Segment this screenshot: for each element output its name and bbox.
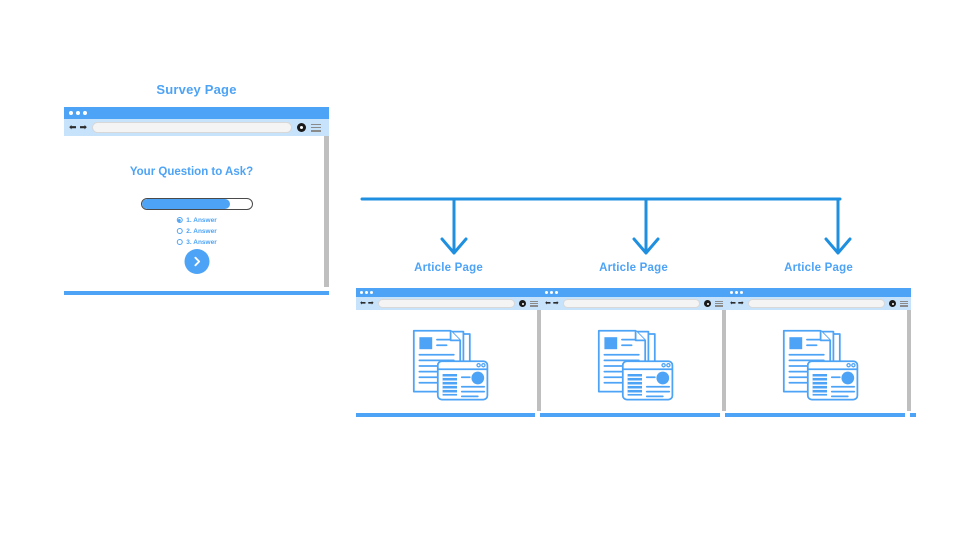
- article-url-input[interactable]: [562, 299, 700, 308]
- window-dot-3: [83, 111, 87, 115]
- window-dot-2: [735, 291, 738, 294]
- survey-progress-fill: [141, 199, 230, 209]
- survey-viewport: Your Question to Ask? 1. Answer 2. Answe…: [64, 136, 329, 287]
- article-window-titlebar: [726, 288, 911, 297]
- article-page-label: Article Page: [414, 262, 483, 274]
- article-window-bottom-bar-stub: [910, 413, 916, 417]
- article-url-input[interactable]: [377, 299, 515, 308]
- article-vertical-scrollbar[interactable]: [537, 310, 541, 411]
- hamburger-menu-icon[interactable]: [530, 300, 538, 307]
- back-arrow-icon[interactable]: ⬅: [360, 300, 366, 307]
- window-dot-3: [370, 291, 373, 294]
- article-vertical-scrollbar[interactable]: [722, 310, 726, 411]
- article-vertical-scrollbar[interactable]: [907, 310, 911, 411]
- article-browser-toolbar: ⬅ ➡: [541, 297, 726, 310]
- arrow-down-icon: [440, 237, 468, 255]
- article-page-label: Article Page: [784, 262, 853, 274]
- article-window-titlebar: [356, 288, 541, 297]
- window-dot-1: [730, 291, 733, 294]
- navigation-arrows[interactable]: ⬅ ➡: [356, 300, 374, 307]
- radio-button-selected[interactable]: [176, 217, 183, 223]
- survey-vertical-scrollbar[interactable]: [324, 136, 329, 287]
- toolbar-icons: [704, 300, 726, 307]
- article-window-bottom-bar: [726, 413, 905, 417]
- article-browser-toolbar: ⬅ ➡: [356, 297, 541, 310]
- survey-window-bottom-bar: [64, 291, 329, 295]
- article-viewport: [541, 310, 726, 411]
- article-browser-window[interactable]: ⬅ ➡: [541, 288, 731, 417]
- survey-option-3[interactable]: 3. Answer: [176, 237, 217, 247]
- window-dot-3: [555, 291, 558, 294]
- window-dot-2: [365, 291, 368, 294]
- article-documents-illustration: [771, 326, 867, 411]
- survey-option-2[interactable]: 2. Answer: [176, 226, 217, 236]
- article-window-bottom-bar: [541, 413, 720, 417]
- article-documents-illustration: [586, 326, 682, 411]
- survey-option-1[interactable]: 1. Answer: [176, 215, 217, 225]
- window-dot-1: [545, 291, 548, 294]
- toolbar-icons: [297, 123, 325, 132]
- window-dot-1: [360, 291, 363, 294]
- window-control-dots[interactable]: [541, 291, 558, 294]
- survey-next-button[interactable]: [184, 249, 209, 274]
- survey-option-label: 1. Answer: [186, 216, 217, 224]
- article-window-bottom-bar: [356, 413, 535, 417]
- window-control-dots[interactable]: [64, 111, 87, 115]
- article-browser-window[interactable]: ⬅ ➡: [356, 288, 546, 417]
- article-documents-illustration: [401, 326, 497, 411]
- navigation-arrows[interactable]: ⬅ ➡: [726, 300, 744, 307]
- window-dot-3: [740, 291, 743, 294]
- back-arrow-icon[interactable]: ⬅: [545, 300, 551, 307]
- survey-question-heading: Your Question to Ask?: [129, 166, 254, 178]
- radio-button-empty[interactable]: [176, 228, 183, 234]
- arrow-down-icon: [824, 237, 852, 255]
- toolbar-icons: [519, 300, 541, 307]
- chevron-right-icon: [193, 256, 200, 267]
- article-viewport: [356, 310, 541, 411]
- article-browser-toolbar: ⬅ ➡: [726, 297, 911, 310]
- forward-arrow-icon[interactable]: ➡: [552, 300, 559, 307]
- back-arrow-icon[interactable]: ⬅: [69, 122, 77, 132]
- forward-arrow-icon[interactable]: ➡: [79, 122, 88, 132]
- survey-browser-window[interactable]: ⬅ ➡ Your Question to Ask?: [64, 107, 329, 295]
- flow-connector: [350, 185, 860, 270]
- article-viewport: [726, 310, 911, 411]
- article-url-input[interactable]: [747, 299, 885, 308]
- window-control-dots[interactable]: [356, 291, 373, 294]
- survey-window-titlebar: [64, 107, 329, 119]
- back-arrow-icon[interactable]: ⬅: [730, 300, 736, 307]
- survey-page-label: Survey Page: [156, 82, 237, 97]
- forward-arrow-icon[interactable]: ➡: [737, 300, 744, 307]
- hamburger-menu-icon[interactable]: [715, 300, 723, 307]
- window-dot-2: [550, 291, 553, 294]
- account-circle-icon[interactable]: [519, 300, 526, 307]
- account-circle-icon[interactable]: [704, 300, 711, 307]
- window-dot-2: [76, 111, 80, 115]
- radio-button-empty[interactable]: [176, 239, 183, 245]
- hamburger-menu-icon[interactable]: [311, 123, 321, 132]
- hamburger-menu-icon[interactable]: [900, 300, 908, 307]
- window-control-dots[interactable]: [726, 291, 743, 294]
- article-window-titlebar: [541, 288, 726, 297]
- navigation-arrows[interactable]: ⬅ ➡: [64, 123, 87, 132]
- account-circle-icon[interactable]: [297, 123, 306, 132]
- window-dot-1: [69, 111, 73, 115]
- toolbar-icons: [889, 300, 911, 307]
- survey-progress-bar[interactable]: [140, 198, 253, 210]
- branch-arrows-svg: [360, 197, 852, 255]
- survey-options-group[interactable]: 1. Answer 2. Answer 3. Answer: [176, 215, 217, 248]
- article-page-label: Article Page: [599, 262, 668, 274]
- arrow-down-icon: [632, 237, 660, 255]
- navigation-arrows[interactable]: ⬅ ➡: [541, 300, 559, 307]
- survey-option-label: 2. Answer: [186, 227, 217, 235]
- survey-browser-toolbar: ⬅ ➡: [64, 119, 329, 136]
- article-browser-window[interactable]: ⬅ ➡: [726, 288, 916, 417]
- account-circle-icon[interactable]: [889, 300, 896, 307]
- survey-url-input[interactable]: [92, 122, 292, 133]
- survey-option-label: 3. Answer: [186, 238, 217, 246]
- forward-arrow-icon[interactable]: ➡: [367, 300, 374, 307]
